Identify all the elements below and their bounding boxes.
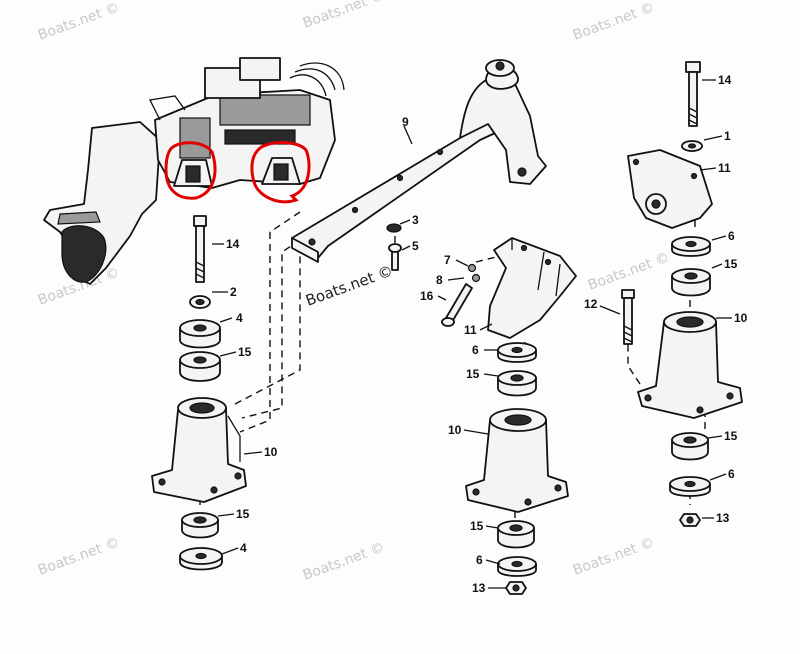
callout-15: 15 — [238, 345, 252, 359]
callout-16: 16 — [420, 289, 434, 303]
center-bracket-11 — [487, 237, 577, 339]
callout-6: 6 — [476, 553, 483, 567]
watermark: Boats.net © — [571, 535, 657, 579]
callout-15: 15 — [470, 519, 484, 533]
callout-7: 7 — [444, 253, 451, 267]
center-mount-stack — [465, 342, 569, 595]
callout-9: 9 — [402, 115, 409, 129]
callout-14: 14 — [226, 237, 240, 251]
center-fasteners — [386, 223, 481, 327]
callout-8: 8 — [436, 273, 443, 287]
crossmember-9 — [291, 59, 547, 263]
watermark: Boats.net © — [586, 250, 672, 294]
callout-15: 15 — [236, 507, 250, 521]
highlight-circles — [164, 141, 311, 204]
watermarks: Boats.net © Boats.net © Boats.net © Boat… — [36, 0, 672, 584]
callout-4: 4 — [236, 311, 243, 325]
callout-13: 13 — [472, 581, 486, 595]
callout-11: 11 — [464, 323, 477, 337]
watermark: Boats.net © — [36, 535, 122, 579]
callout-10: 10 — [264, 445, 278, 459]
watermark: Boats.net © — [301, 0, 387, 32]
assembly-lines — [199, 196, 706, 518]
callout-6: 6 — [472, 343, 479, 357]
callout-labels: 9 14 2 4 15 10 15 4 3 5 7 8 16 11 6 15 1… — [226, 73, 748, 595]
callout-6: 6 — [728, 467, 735, 481]
callout-11: 11 — [718, 161, 731, 175]
callout-13: 13 — [716, 511, 730, 525]
callout-15: 15 — [466, 367, 480, 381]
callout-12: 12 — [584, 297, 598, 311]
callout-4: 4 — [240, 541, 247, 555]
engine-assembly — [43, 57, 345, 285]
highlight-circle-left — [164, 141, 217, 200]
callout-6: 6 — [728, 229, 735, 243]
callout-2: 2 — [230, 285, 237, 299]
callout-15: 15 — [724, 257, 738, 271]
callout-1: 1 — [724, 129, 731, 143]
highlight-circle-right — [250, 141, 311, 204]
watermark: Boats.net © — [36, 0, 122, 44]
callout-10: 10 — [734, 311, 748, 325]
watermark: Boats.net © — [301, 540, 387, 584]
callout-5: 5 — [412, 239, 419, 253]
watermark-center: Boats.net © — [303, 262, 395, 310]
left-mount-stack — [151, 215, 247, 571]
right-mount-stack — [621, 61, 743, 527]
callout-10: 10 — [448, 423, 462, 437]
callout-15: 15 — [724, 429, 738, 443]
callout-leaders — [212, 79, 732, 589]
watermark: Boats.net © — [571, 0, 657, 44]
callout-3: 3 — [412, 213, 419, 227]
callout-14: 14 — [718, 73, 732, 87]
